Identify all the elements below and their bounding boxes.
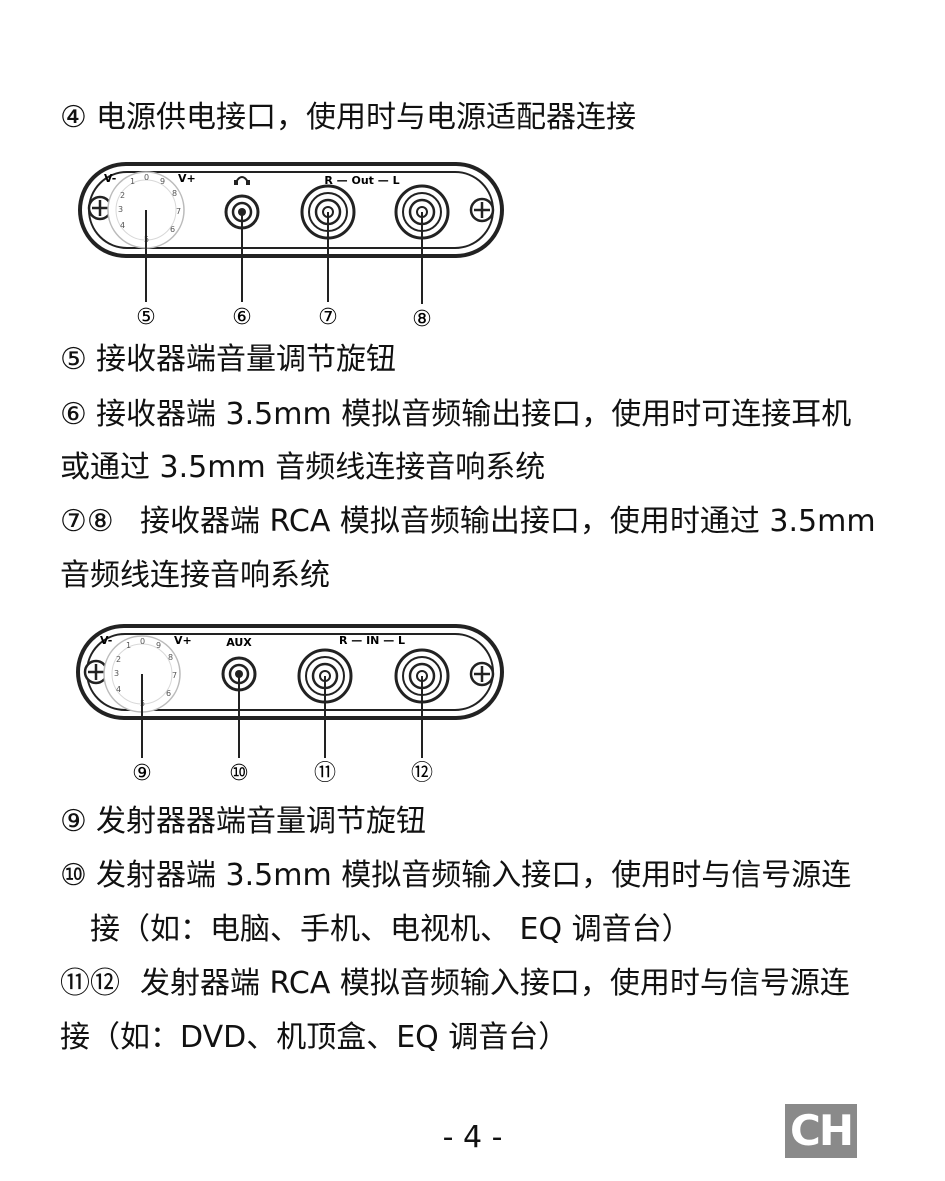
svg-text:4: 4 — [116, 685, 121, 694]
volume-minus-label: V- — [100, 634, 112, 647]
screw-icon — [87, 195, 113, 221]
item-text: 接（如：电脑、手机、电视机、 EQ 调音台） — [90, 912, 692, 947]
transmitter-panel-diagram: 1 0 9 8 7 6 5 4 3 2 V- V+ AUX R — IN — L — [76, 624, 504, 786]
callout-numbers: ⑨ ⑩ ⑪ ⑫ — [132, 761, 433, 786]
svg-text:⑪: ⑪ — [314, 761, 336, 786]
output-label: R — Out — L — [324, 174, 399, 187]
svg-text:4: 4 — [120, 221, 125, 230]
item-9: ⑨ 发射器器端音量调节旋钮 — [60, 802, 426, 842]
receiver-panel-diagram: 1 0 9 8 7 6 5 4 3 2 V- V+ R — Out — L — [78, 162, 504, 332]
svg-text:⑫: ⑫ — [411, 761, 433, 786]
svg-text:1: 1 — [130, 177, 135, 186]
screw-icon — [469, 661, 495, 687]
svg-text:2: 2 — [120, 191, 125, 200]
svg-text:6: 6 — [170, 225, 175, 234]
item-text: 或通过 3.5mm 音频线连接音响系统 — [60, 450, 546, 485]
item-6: ⑥ 接收器端 3.5mm 模拟音频输出接口，使用时可连接耳机 — [60, 395, 851, 435]
svg-text:0: 0 — [140, 637, 145, 646]
item-text: 发射器端 3.5mm 模拟音频输入接口，使用时与信号源连 — [96, 858, 852, 893]
language-badge: CH — [785, 1104, 857, 1158]
callout-leaders — [145, 210, 423, 304]
item-text: 接收器端 3.5mm 模拟音频输出接口，使用时可连接耳机 — [96, 397, 852, 432]
item-text: 接收器端 RCA 模拟音频输出接口，使用时通过 3.5mm — [140, 504, 876, 539]
receiver-panel-outline — [78, 162, 504, 258]
svg-text:9: 9 — [156, 641, 161, 650]
headphone-icon — [234, 176, 250, 185]
svg-text:⑦: ⑦ — [318, 305, 338, 330]
item-text: 发射器端 RCA 模拟音频输入接口，使用时与信号源连 — [140, 966, 850, 1001]
item-text: 接收器端音量调节旋钮 — [96, 342, 396, 377]
item-text: 音频线连接音响系统 — [60, 558, 330, 593]
svg-text:6: 6 — [166, 689, 171, 698]
svg-text:⑧: ⑧ — [412, 307, 432, 332]
volume-dial-ticks: 1 0 9 8 7 6 5 4 3 2 — [118, 173, 181, 244]
item-10-continued: 接（如：电脑、手机、电视机、 EQ 调音台） — [90, 910, 692, 950]
svg-text:8: 8 — [168, 653, 173, 662]
item-number: ⑦⑧ — [60, 504, 114, 539]
item-number: ⑩ — [60, 858, 87, 893]
volume-plus-label: V+ — [178, 172, 196, 185]
svg-text:0: 0 — [144, 173, 149, 182]
item-6-continued: 或通过 3.5mm 音频线连接音响系统 — [60, 448, 545, 488]
item-text: 电源供电接口，使用时与电源适配器连接 — [96, 100, 636, 135]
input-label: R — IN — L — [339, 634, 405, 647]
item-text: 发射器器端音量调节旋钮 — [96, 804, 426, 839]
svg-text:8: 8 — [172, 189, 177, 198]
callout-numbers: ⑤ ⑥ ⑦ ⑧ — [136, 305, 432, 332]
svg-text:⑨: ⑨ — [132, 761, 152, 786]
svg-text:9: 9 — [160, 177, 165, 186]
item-7-8: ⑦⑧ 接收器端 RCA 模拟音频输出接口，使用时通过 3.5mm — [60, 502, 876, 542]
item-number: ⑨ — [60, 804, 87, 839]
item-number: ⑥ — [60, 397, 87, 432]
transmitter-panel-outline — [76, 624, 504, 720]
svg-text:⑥: ⑥ — [232, 305, 252, 330]
volume-minus-label: V- — [104, 172, 116, 185]
item-number: ⑤ — [60, 342, 87, 377]
svg-text:⑩: ⑩ — [229, 761, 249, 786]
item-7-8-continued: 音频线连接音响系统 — [60, 556, 330, 596]
item-11-12-continued: 接（如：DVD、机顶盒、EQ 调音台） — [60, 1018, 568, 1058]
item-4: ④ 电源供电接口，使用时与电源适配器连接 — [60, 98, 636, 138]
svg-text:7: 7 — [176, 207, 181, 216]
svg-text:3: 3 — [114, 669, 119, 678]
screw-icon — [469, 197, 495, 223]
item-number: ④ — [60, 100, 87, 135]
svg-text:3: 3 — [118, 205, 123, 214]
item-number: ⑪⑫ — [60, 966, 120, 1001]
item-5: ⑤ 接收器端音量调节旋钮 — [60, 340, 396, 380]
callout-leaders — [141, 674, 423, 758]
aux-label: AUX — [226, 636, 252, 649]
svg-text:⑤: ⑤ — [136, 305, 156, 330]
volume-plus-label: V+ — [174, 634, 192, 647]
item-11-12: ⑪⑫ 发射器端 RCA 模拟音频输入接口，使用时与信号源连 — [60, 964, 850, 1004]
svg-text:1: 1 — [126, 641, 131, 650]
item-10: ⑩ 发射器端 3.5mm 模拟音频输入接口，使用时与信号源连 — [60, 856, 851, 896]
page-number: - 4 - — [442, 1120, 503, 1155]
item-text: 接（如：DVD、机顶盒、EQ 调音台） — [60, 1020, 569, 1055]
svg-text:7: 7 — [172, 671, 177, 680]
svg-text:2: 2 — [116, 655, 121, 664]
